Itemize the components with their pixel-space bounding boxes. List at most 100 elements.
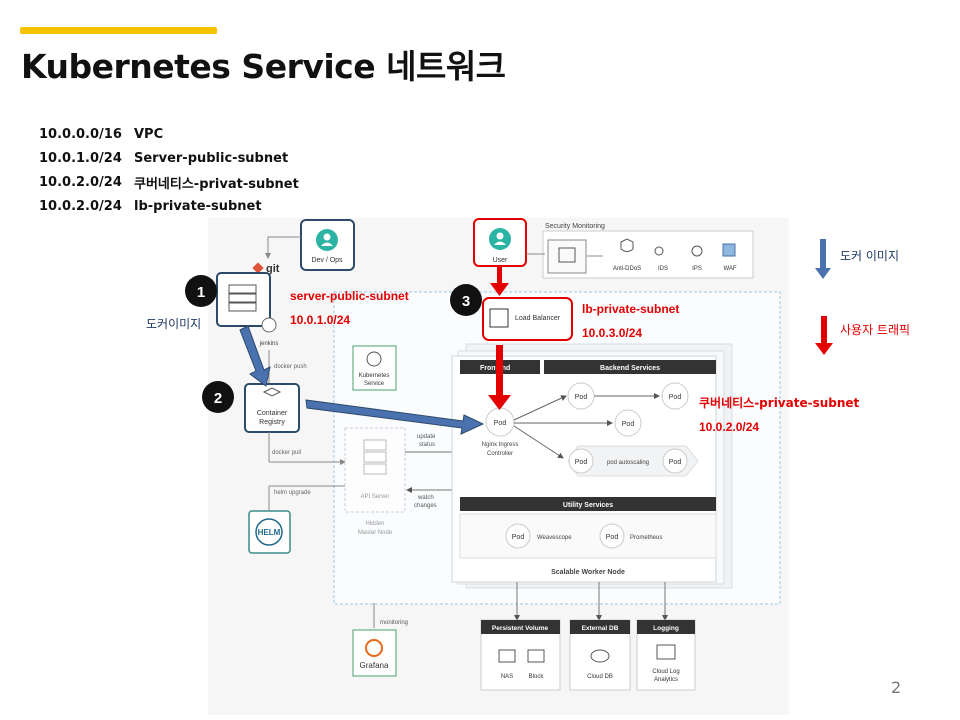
network-cidr: 10.0.0.0/16 — [39, 126, 122, 142]
git-logo: git — [252, 262, 280, 275]
anti-ddos-label: Anti-DDoS — [613, 266, 641, 272]
persistent-volume-box: Persistent Volume NAS Block — [480, 619, 561, 691]
k8s-service-label-2: Service — [364, 381, 385, 387]
backend-pod: Pod — [567, 382, 595, 410]
network-row: 10.0.1.0/24 Server-public-subnet — [39, 146, 299, 170]
user-label: User — [493, 257, 508, 264]
prometheus-pod — [599, 523, 625, 549]
pod-label: Pod — [575, 394, 588, 401]
weavescope-label: Weavescope — [537, 535, 572, 541]
nginx-label-2: Controller — [487, 451, 513, 457]
shield-icon — [620, 238, 634, 252]
update-status-label-2: status — [419, 442, 435, 448]
server-node — [216, 272, 271, 327]
utility-header — [460, 497, 716, 511]
devops-git-line — [265, 236, 301, 259]
server-subnet-cidr: 10.0.1.0/24 — [290, 313, 350, 327]
cloud-db-icon — [590, 649, 610, 663]
network-cidr: 10.0.2.0/24 — [39, 174, 122, 190]
container-registry-node: Container Registry — [244, 383, 300, 433]
grafana-node: Grafana — [352, 629, 397, 677]
docker-push-label: docker push — [274, 364, 307, 370]
cloud-log-label-2: Analytics — [654, 677, 678, 683]
scalable-worker-label: Scalable Worker Node — [551, 569, 625, 576]
network-name: Server-public-subnet — [134, 150, 289, 166]
load-balancer-icon — [489, 308, 509, 328]
cloud-log-label-1: Cloud Log — [652, 669, 679, 675]
marker-1-label: 1 — [197, 284, 205, 301]
backend-header — [544, 360, 716, 374]
server-subnet-name: server-public-subnet — [290, 289, 409, 303]
legend-traffic-label: 사용자 트래픽 — [840, 323, 910, 337]
lb-subnet-cidr: 10.0.3.0/24 — [582, 326, 642, 340]
nas-icon — [498, 649, 516, 663]
marker-1: 1 — [185, 275, 217, 307]
nas-label: NAS — [501, 674, 513, 680]
helm-node: HELM — [248, 510, 291, 554]
nginx-label-1: Nginx Ingress — [482, 442, 519, 448]
frontend-label: Frontend — [480, 365, 510, 372]
network-row: 10.0.0.0/16 VPC — [39, 122, 299, 146]
globe-icon — [691, 245, 703, 257]
ips-item: IPS — [691, 245, 703, 272]
pod-label: Pod — [669, 459, 682, 466]
external-db-label: External DB — [582, 625, 619, 632]
waf-item: WAF — [722, 243, 737, 272]
nginx-pod: Pod Nginx Ingress Controller — [482, 407, 519, 457]
k8s-subnet-cidr: 10.0.2.0/24 — [699, 420, 759, 434]
helm-icon — [255, 518, 283, 546]
pod-label: Pod — [512, 534, 525, 541]
autoscaling-group: Pod pod autoscaling Pod — [567, 445, 699, 477]
utility-label: Utility Services — [563, 502, 613, 509]
legend-docker-arrow — [815, 239, 831, 279]
dev-ops-node: Dev / Ops — [300, 219, 355, 271]
network-list: 10.0.0.0/16 VPC 10.0.1.0/24 Server-public-… — [39, 122, 299, 218]
jenkins-icon — [261, 317, 277, 333]
title-accent-bar — [20, 27, 217, 34]
registry-label-2: Registry — [259, 419, 285, 426]
pod-label: Pod — [494, 420, 507, 427]
network-cidr: 10.0.2.0/24 — [39, 198, 122, 214]
helm-upgrade-label: helm upgrade — [274, 490, 311, 496]
waf-label: WAF — [723, 266, 736, 272]
pod-autoscaling-label: pod autoscaling — [607, 460, 649, 466]
pod-label: Pod — [622, 421, 635, 428]
marker-3-label: 3 — [462, 293, 470, 310]
hidden-master-label-1: Hidden — [365, 521, 384, 527]
network-cidr: 10.0.1.0/24 — [39, 150, 122, 166]
page-number: 2 — [891, 678, 902, 697]
backend-pod — [568, 448, 594, 474]
ids-item: IDS — [654, 246, 668, 272]
marker-2-label: 2 — [214, 390, 222, 407]
docker-image-annotation: 도커이미지 — [146, 317, 201, 331]
registry-icon — [262, 387, 282, 397]
pod-label: Pod — [606, 534, 619, 541]
server-icon — [228, 284, 257, 294]
registry-label-1: Container — [257, 410, 288, 417]
kubernetes-service-node: Kubernetes Service — [352, 345, 397, 391]
block-label: Block — [529, 674, 545, 680]
marker-2: 2 — [202, 381, 234, 413]
ips-label: IPS — [692, 266, 702, 272]
marker-3: 3 — [450, 284, 482, 316]
prometheus-label: Prometheus — [630, 535, 662, 541]
network-name: VPC — [134, 126, 164, 142]
k8s-subnet-name: 쿠버네티스-private-subnet — [699, 395, 860, 410]
legend-docker-label: 도커 이미지 — [840, 249, 899, 263]
docker-image-arrow-1 — [239, 325, 271, 387]
jenkins-node: jenkins — [259, 317, 279, 347]
dev-ops-label: Dev / Ops — [311, 257, 343, 264]
jenkins-label: jenkins — [259, 341, 279, 347]
logging-label: Logging — [653, 625, 679, 632]
user-node: User — [473, 218, 527, 267]
traffic-arrow-lb-pod — [488, 345, 511, 410]
backend-pod: Pod — [614, 409, 642, 437]
update-status-label-1: update — [417, 434, 436, 440]
hidden-master-node: API Server Hidden Master Node — [344, 427, 406, 536]
api-server-label: API Server — [360, 494, 389, 500]
helm-label: HELM — [258, 528, 281, 537]
load-balancer-label: Load Balancer — [515, 315, 561, 322]
